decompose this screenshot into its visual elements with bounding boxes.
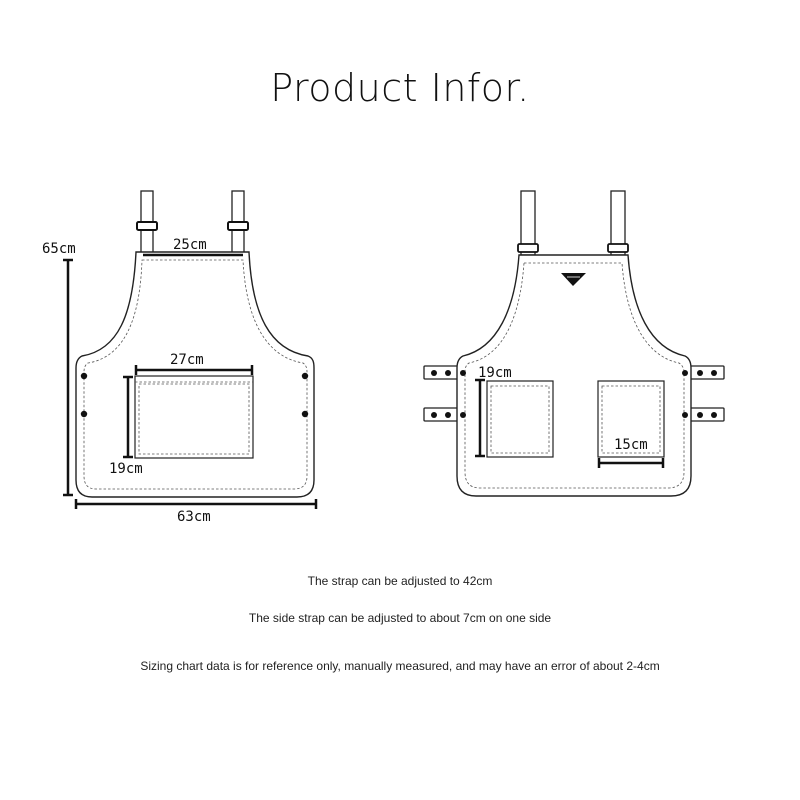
rivet bbox=[80, 410, 88, 418]
back-right-buckle bbox=[607, 243, 629, 253]
pocket-width-label: 27cm bbox=[170, 352, 204, 368]
back-apron-stitching bbox=[464, 262, 685, 489]
rivet bbox=[460, 370, 466, 376]
rivet bbox=[445, 370, 451, 376]
right-strap-buckle bbox=[227, 221, 249, 231]
rivet bbox=[682, 370, 688, 376]
bottom-width-label: 63cm bbox=[177, 509, 211, 525]
rivet bbox=[431, 412, 437, 418]
back-pocket-width-label: 15cm bbox=[614, 437, 648, 453]
rivet bbox=[697, 412, 703, 418]
rivet bbox=[711, 370, 717, 376]
rivet bbox=[301, 372, 309, 380]
rivet bbox=[682, 412, 688, 418]
back-right-pocket bbox=[597, 380, 665, 458]
front-apron: 65cm 25cm 27cm 19cm 63cm bbox=[42, 190, 318, 525]
front-pocket bbox=[134, 375, 254, 459]
back-pocket-height-label: 19cm bbox=[478, 365, 512, 381]
back-left-buckle bbox=[517, 243, 539, 253]
side-strap-note: The side strap can be adjusted to about … bbox=[248, 611, 552, 625]
rivet bbox=[445, 412, 451, 418]
brand-tag-icon bbox=[561, 273, 586, 286]
rivet bbox=[431, 370, 437, 376]
sizing-disclaimer: Sizing chart data is for reference only,… bbox=[140, 659, 660, 673]
rivet bbox=[460, 412, 466, 418]
strap-adjust-note: The strap can be adjusted to 42cm bbox=[307, 574, 493, 588]
front-pocket-stitching bbox=[138, 383, 250, 455]
rivet bbox=[301, 410, 309, 418]
height-label: 65cm bbox=[42, 241, 76, 257]
page-title: Product Infor. bbox=[270, 66, 530, 110]
left-strap-buckle bbox=[136, 221, 158, 231]
pocket-height-label: 19cm bbox=[109, 461, 143, 477]
front-apron-stitching bbox=[83, 259, 308, 490]
rivet bbox=[711, 412, 717, 418]
back-left-pocket bbox=[486, 380, 554, 458]
top-width-label: 25cm bbox=[173, 237, 207, 253]
back-apron: 19cm 15cm bbox=[423, 190, 725, 497]
rivet bbox=[80, 372, 88, 380]
rivet bbox=[697, 370, 703, 376]
